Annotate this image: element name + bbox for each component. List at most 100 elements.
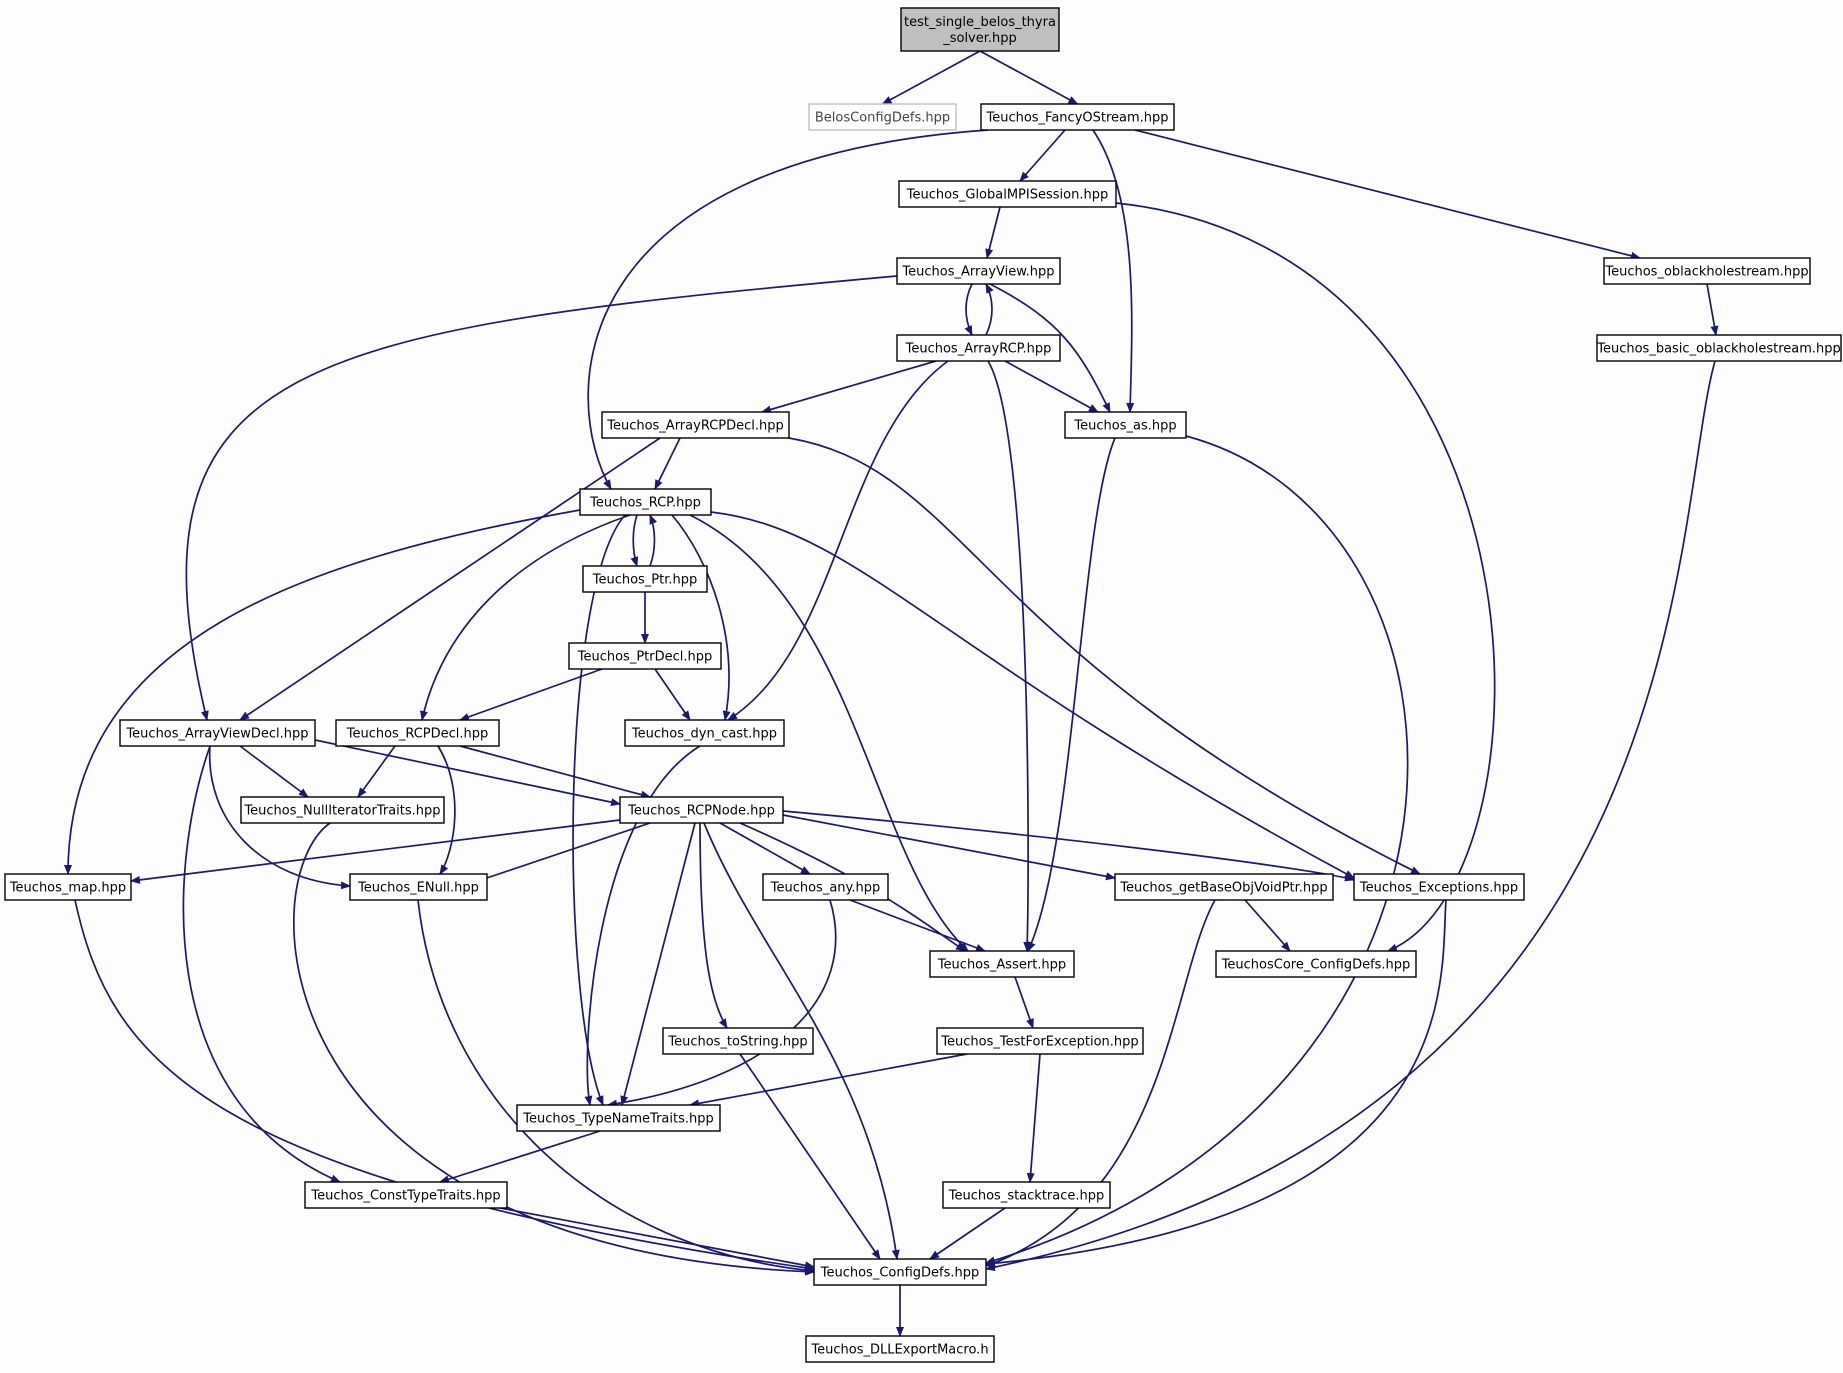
edge-consttype-to-configdefs [499,1207,815,1270]
edge-getbase-to-coreconfig [1244,899,1291,952]
node-rcpnode[interactable]: Teuchos_RCPNode.hpp [619,796,784,824]
node-label: Teuchos_ENull.hpp [357,881,479,896]
node-label: Teuchos_TypeNameTraits.hpp [522,1112,714,1127]
node-label: Teuchos_ArrayRCP.hpp [905,342,1052,357]
node-label: TeuchosCore_ConfigDefs.hpp [1221,958,1411,973]
node-box[interactable] [936,1027,1144,1055]
node-box[interactable] [900,7,1060,52]
node-box[interactable] [624,719,785,747]
edge-dyncast-to-typename [584,745,701,1106]
edge-basicoblack-to-configdefs [985,360,1716,1272]
node-map[interactable]: Teuchos_map.hpp [4,873,132,901]
edge-exceptions-to-configdefs [985,899,1447,1268]
node-box[interactable] [4,873,132,901]
node-globalmpi[interactable]: Teuchos_GlobalMPISession.hpp [898,180,1117,208]
node-box[interactable] [762,873,889,901]
node-exceptions[interactable]: Teuchos_Exceptions.hpp [1353,873,1525,901]
node-box[interactable] [805,1335,995,1363]
node-enull[interactable]: Teuchos_ENull.hpp [349,873,488,901]
node-box[interactable] [1353,873,1525,901]
node-box[interactable] [898,180,1117,208]
node-belosconfig[interactable]: BelosConfigDefs.hpp [808,103,957,131]
node-box[interactable] [662,1027,814,1055]
edge-rcpnode-to-enull [468,822,651,885]
node-root[interactable]: test_single_belos_thyra_solver.hpp [900,7,1060,52]
edge-arrayviewdecl-to-nulliter [239,745,309,798]
node-fancy[interactable]: Teuchos_FancyOStream.hpp [980,103,1175,131]
node-dyncast[interactable]: Teuchos_dyn_cast.hpp [624,719,785,747]
node-box[interactable] [808,103,957,131]
node-box[interactable] [335,719,500,747]
edge-arrayrcpdecl-to-arrayviewdecl [239,437,661,721]
node-box[interactable] [601,411,790,439]
node-label: Teuchos_any.hpp [770,881,881,896]
node-box[interactable] [980,103,1175,131]
node-stacktrace[interactable]: Teuchos_stacktrace.hpp [942,1181,1111,1209]
node-label: Teuchos_basic_oblackholestream.hpp [1596,342,1841,357]
node-typename[interactable]: Teuchos_TypeNameTraits.hpp [516,1104,721,1132]
node-as[interactable]: Teuchos_as.hpp [1064,411,1187,439]
node-testforexc[interactable]: Teuchos_TestForException.hpp [936,1027,1144,1055]
node-label: Teuchos_DLLExportMacro.h [810,1343,988,1358]
node-box[interactable] [119,719,316,747]
node-box[interactable] [1603,257,1811,285]
node-box[interactable] [304,1181,508,1209]
node-label: Teuchos_Assert.hpp [937,958,1066,973]
node-box[interactable] [1215,950,1417,978]
node-box[interactable] [1596,334,1842,362]
node-box[interactable] [568,642,722,670]
node-rcpdecl[interactable]: Teuchos_RCPDecl.hpp [335,719,500,747]
edge-as-to-assert [1027,437,1116,952]
node-ptrdecl[interactable]: Teuchos_PtrDecl.hpp [568,642,722,670]
edge-nulliter-to-configdefs [293,822,815,1276]
node-basicoblack[interactable]: Teuchos_basic_oblackholestream.hpp [1596,334,1842,362]
node-box[interactable] [516,1104,721,1132]
node-arrayview[interactable]: Teuchos_ArrayView.hpp [896,257,1061,285]
node-dllexport[interactable]: Teuchos_DLLExportMacro.h [805,1335,995,1363]
edge-rcp-to-ptr [630,514,639,567]
node-configdefs[interactable]: Teuchos_ConfigDefs.hpp [813,1258,987,1286]
node-rcp[interactable]: Teuchos_RCP.hpp [579,488,712,516]
edge-globalmpi-to-arrayview [985,206,1001,259]
node-box[interactable] [579,488,712,516]
edge-fancy-to-globalmpi [1019,129,1066,182]
node-box[interactable] [1114,873,1334,901]
node-arrayrcp[interactable]: Teuchos_ArrayRCP.hpp [896,334,1061,362]
edge-arrayview-to-arrayrcp [964,283,973,336]
node-box[interactable] [929,950,1075,978]
node-nulliter[interactable]: Teuchos_NullIteratorTraits.hpp [240,796,445,824]
node-coreconfig[interactable]: TeuchosCore_ConfigDefs.hpp [1215,950,1417,978]
node-box[interactable] [896,334,1061,362]
node-box[interactable] [896,257,1061,285]
edge-enull-to-configdefs [417,899,815,1275]
node-box[interactable] [1064,411,1187,439]
edge-rcpnode-to-map [130,819,621,884]
edge-arrayrcp-to-arrayview [985,283,994,336]
node-oblack[interactable]: Teuchos_oblackholestream.hpp [1603,257,1811,285]
node-arrayviewdecl[interactable]: Teuchos_ArrayViewDecl.hpp [119,719,316,747]
edge-getbase-to-configdefs [985,899,1216,1267]
edge-map-to-configdefs [74,899,815,1272]
edge-any-to-typename [607,899,837,1108]
node-box[interactable] [942,1181,1111,1209]
node-box[interactable] [240,796,445,824]
node-box[interactable] [813,1258,987,1286]
node-consttype[interactable]: Teuchos_ConstTypeTraits.hpp [304,1181,508,1209]
node-arrayrcpdecl[interactable]: Teuchos_ArrayRCPDecl.hpp [601,411,790,439]
node-ptr[interactable]: Teuchos_Ptr.hpp [582,565,708,593]
node-box[interactable] [349,873,488,901]
node-label: Teuchos_ArrayViewDecl.hpp [125,727,308,742]
node-getbase[interactable]: Teuchos_getBaseObjVoidPtr.hpp [1114,873,1334,901]
node-assert[interactable]: Teuchos_Assert.hpp [929,950,1075,978]
edge-rcpnode-to-configdefs [703,822,900,1260]
node-label: Teuchos_RCP.hpp [589,496,701,511]
node-label: Teuchos_getBaseObjVoidPtr.hpp [1119,881,1327,896]
node-label: Teuchos_PtrDecl.hpp [577,650,713,665]
node-box[interactable] [582,565,708,593]
node-box[interactable] [619,796,784,824]
edge-oblack-to-basicoblack [1706,283,1719,336]
edge-arrayviewdecl-to-consttype [182,745,341,1183]
edge-rcpdecl-to-rcpnode [459,745,651,799]
node-tostring[interactable]: Teuchos_toString.hpp [662,1027,814,1055]
node-any[interactable]: Teuchos_any.hpp [762,873,889,901]
